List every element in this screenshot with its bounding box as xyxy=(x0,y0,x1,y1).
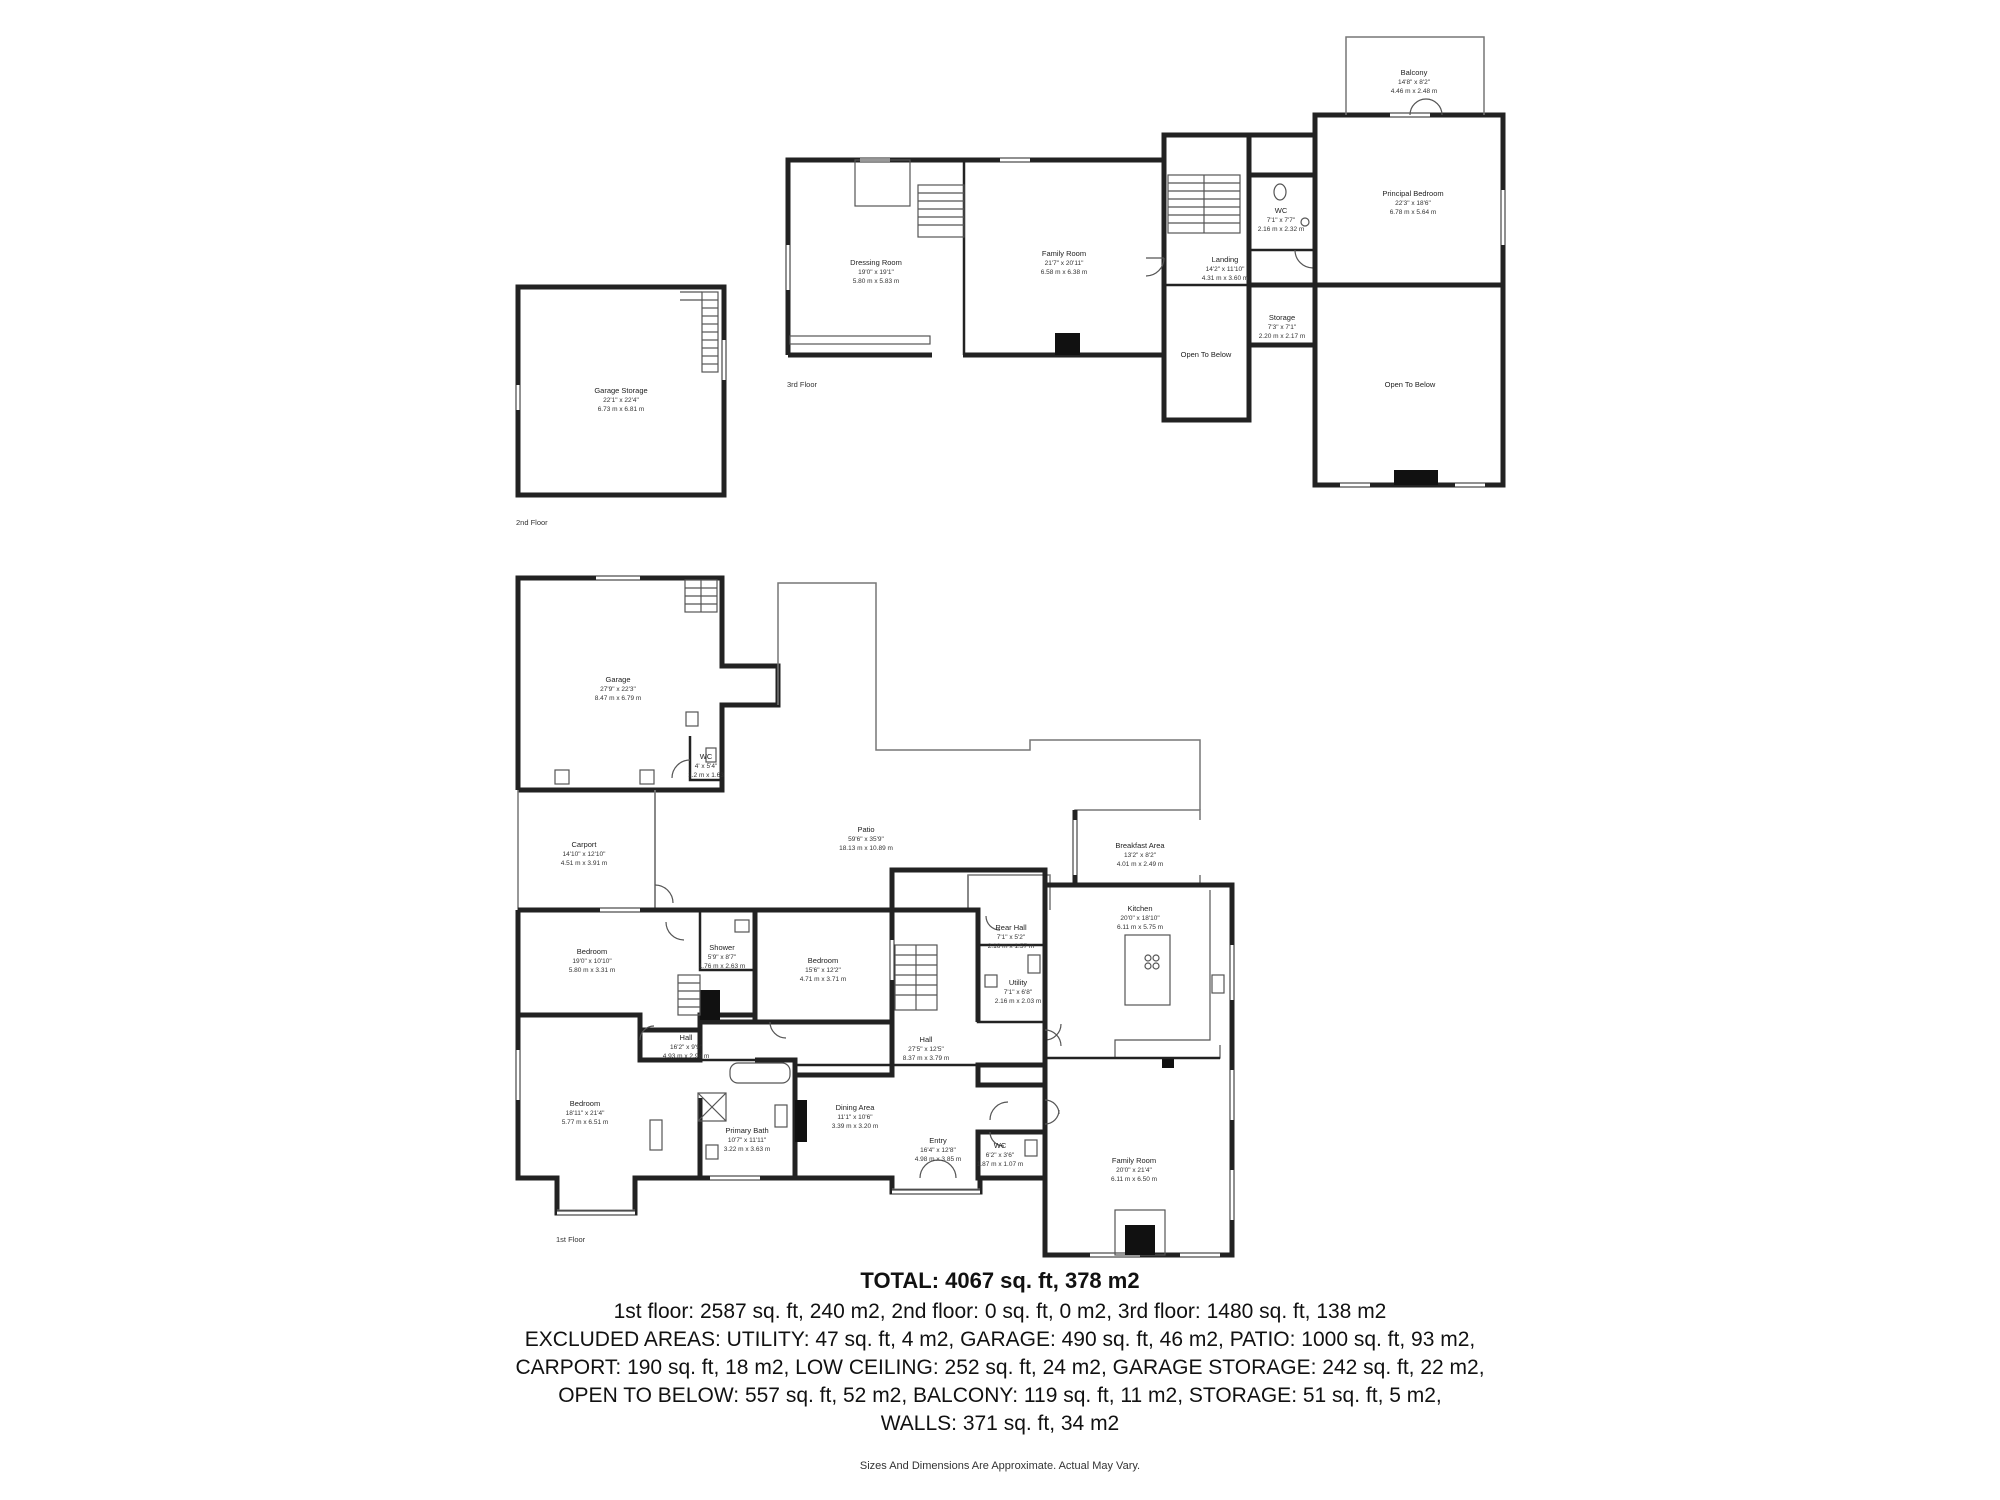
room-metric-family-room-3: 6.58 m x 6.38 m xyxy=(1041,269,1088,276)
third-floor-plan: 3rd Floor xyxy=(785,36,1506,488)
room-imperial-wc-garage: 4' x 5'4" xyxy=(695,763,718,770)
excluded-areas-line-2: CARPORT: 190 sq. ft, 18 m2, LOW CEILING:… xyxy=(515,1356,1485,1379)
excluded-areas-line-1: EXCLUDED AREAS: UTILITY: 47 sq. ft, 4 m2… xyxy=(524,1328,1476,1351)
second-floor-plan: 2nd Floor xyxy=(515,284,727,527)
room-imperial-dining-area: 11'1" x 10'6" xyxy=(837,1114,873,1121)
room-name-open-below-1: Open To Below xyxy=(1181,350,1232,359)
room-metric-kitchen: 6.11 m x 5.75 m xyxy=(1117,924,1163,931)
disclaimer-note: Sizes And Dimensions Are Approximate. Ac… xyxy=(859,1460,1141,1472)
total-area: TOTAL: 4067 sq. ft, 378 m2 xyxy=(860,1268,1140,1293)
room-imperial-entry: 16'4" x 12'8" xyxy=(920,1147,956,1154)
room-imperial-garage: 27'9" x 22'3" xyxy=(600,686,636,693)
room-imperial-principal-bedroom: 22'3" x 18'6" xyxy=(1395,200,1431,207)
room-metric-principal-bedroom: 6.78 m x 5.64 m xyxy=(1390,209,1437,216)
room-metric-wc-1: 1.87 m x 1.07 m xyxy=(977,1161,1024,1168)
room-imperial-wc-1: 6'2" x 3'6" xyxy=(986,1152,1015,1159)
floor-label-2: 2nd Floor xyxy=(516,518,548,527)
room-name-family-room-1: Family Room xyxy=(1112,1156,1156,1165)
room-imperial-hall-a: 16'2" x 9'9" xyxy=(670,1044,703,1051)
room-metric-primary-bath: 3.22 m x 3.63 m xyxy=(724,1146,771,1153)
room-name-storage: Storage xyxy=(1269,313,1295,322)
room-metric-shower: 1.76 m x 2.63 m xyxy=(699,963,746,970)
room-name-dressing-room: Dressing Room xyxy=(850,258,902,267)
room-imperial-family-room-3: 21'7" x 20'11" xyxy=(1045,260,1084,267)
room-metric-hall-b: 8.37 m x 3.79 m xyxy=(903,1055,950,1062)
room-imperial-wc-3: 7'1" x 7'7" xyxy=(1267,217,1296,224)
room-name-principal-bedroom: Principal Bedroom xyxy=(1382,189,1443,198)
first-floor-plan: 1st Floor xyxy=(515,575,1235,1258)
room-imperial-hall-b: 27'5" x 12'5" xyxy=(908,1046,944,1053)
room-name-rear-hall: Rear Hall xyxy=(995,923,1027,932)
room-name-bedroom-b: Bedroom xyxy=(808,956,838,965)
room-metric-garage-storage: 6.73 m x 6.81 m xyxy=(598,406,645,413)
room-name-hall-a: Hall xyxy=(680,1033,693,1042)
room-name-garage-storage: Garage Storage xyxy=(594,386,647,395)
room-metric-bedroom-a: 5.80 m x 3.31 m xyxy=(569,967,616,974)
room-metric-balcony: 4.46 m x 2.48 m xyxy=(1391,88,1438,95)
room-metric-entry: 4.98 m x 3.85 m xyxy=(915,1156,962,1163)
room-imperial-dressing-room: 19'0" x 19'1" xyxy=(858,269,894,276)
room-name-family-room-3: Family Room xyxy=(1042,249,1086,258)
walls-line: WALLS: 371 sq. ft, 34 m2 xyxy=(880,1412,1120,1435)
room-imperial-garage-storage: 22'1" x 22'4" xyxy=(603,397,639,404)
room-imperial-primary-bath: 10'7" x 11'11" xyxy=(728,1137,767,1144)
room-metric-dining-area: 3.39 m x 3.20 m xyxy=(832,1123,879,1130)
room-name-utility: Utility xyxy=(1009,978,1028,987)
room-name-hall-b: Hall xyxy=(920,1035,933,1044)
room-name-shower: Shower xyxy=(709,943,735,952)
room-metric-utility: 2.16 m x 2.03 m xyxy=(995,998,1042,1005)
room-metric-dressing-room: 5.80 m x 5.83 m xyxy=(853,278,900,285)
excluded-areas-line-3: OPEN TO BELOW: 557 sq. ft, 52 m2, BALCON… xyxy=(558,1384,1442,1407)
room-name-wc-garage: WC xyxy=(700,752,713,761)
room-metric-breakfast-area: 4.01 m x 2.49 m xyxy=(1117,861,1164,868)
room-imperial-balcony: 14'8" x 8'2" xyxy=(1398,79,1431,86)
room-metric-carport: 4.51 m x 3.91 m xyxy=(561,860,608,867)
room-name-primary-bath: Primary Bath xyxy=(725,1126,768,1135)
room-imperial-family-room-1: 20'0" x 21'4" xyxy=(1116,1167,1152,1174)
room-name-balcony: Balcony xyxy=(1401,68,1428,77)
room-metric-hall-a: 4.93 m x 2.98 m xyxy=(663,1053,710,1060)
room-name-carport: Carport xyxy=(571,840,597,849)
room-metric-wc-garage: 1.2 m x 1.63 xyxy=(688,772,724,779)
room-imperial-utility: 7'1" x 6'8" xyxy=(1004,989,1033,996)
floor-area-line: 1st floor: 2587 sq. ft, 240 m2, 2nd floo… xyxy=(613,1300,1387,1323)
room-name-wc-1: WC xyxy=(994,1141,1007,1150)
room-imperial-landing: 14'2" x 11'10" xyxy=(1206,266,1245,273)
room-imperial-carport: 14'10" x 12'10" xyxy=(563,851,607,858)
room-metric-storage: 2.20 m x 2.17 m xyxy=(1259,333,1306,340)
room-metric-landing: 4.31 m x 3.60 m xyxy=(1202,275,1249,282)
room-imperial-patio: 59'6" x 35'9" xyxy=(848,836,884,843)
room-name-kitchen: Kitchen xyxy=(1127,904,1152,913)
room-metric-patio: 18.13 m x 10.89 m xyxy=(839,845,893,852)
floor-label-3: 3rd Floor xyxy=(787,380,818,389)
room-name-patio: Patio xyxy=(857,825,874,834)
room-metric-rear-hall: 2.16 m x 1.57 m xyxy=(988,943,1035,950)
room-imperial-kitchen: 20'0" x 18'10" xyxy=(1120,915,1160,922)
room-name-bedroom-a: Bedroom xyxy=(577,947,607,956)
room-name-wc-3: WC xyxy=(1275,206,1288,215)
room-name-landing: Landing xyxy=(1212,255,1239,264)
room-name-breakfast-area: Breakfast Area xyxy=(1115,841,1165,850)
room-name-open-below-2: Open To Below xyxy=(1385,380,1436,389)
room-imperial-bedroom-a: 19'0" x 10'10" xyxy=(572,958,612,965)
room-name-entry: Entry xyxy=(929,1136,947,1145)
room-imperial-rear-hall: 7'1" x 5'2" xyxy=(997,934,1026,941)
room-name-dining-area: Dining Area xyxy=(836,1103,876,1112)
room-imperial-bedroom-c: 18'11" x 21'4" xyxy=(566,1110,605,1117)
room-name-bedroom-c: Bedroom xyxy=(570,1099,600,1108)
room-metric-wc-3: 2.16 m x 2.32 m xyxy=(1258,226,1305,233)
room-imperial-breakfast-area: 13'2" x 8'2" xyxy=(1124,852,1157,859)
room-imperial-shower: 5'9" x 8'7" xyxy=(708,954,737,961)
floor-label-1: 1st Floor xyxy=(556,1235,586,1244)
room-metric-family-room-1: 6.11 m x 6.50 m xyxy=(1111,1176,1157,1183)
room-imperial-storage: 7'3" x 7'1" xyxy=(1268,324,1297,331)
room-name-garage: Garage xyxy=(605,675,630,684)
room-metric-garage: 8.47 m x 6.79 m xyxy=(595,695,642,702)
room-metric-bedroom-b: 4.71 m x 3.71 m xyxy=(800,976,847,983)
room-imperial-bedroom-b: 15'6" x 12'2" xyxy=(805,967,841,974)
room-metric-bedroom-c: 5.77 m x 6.51 m xyxy=(562,1119,609,1126)
